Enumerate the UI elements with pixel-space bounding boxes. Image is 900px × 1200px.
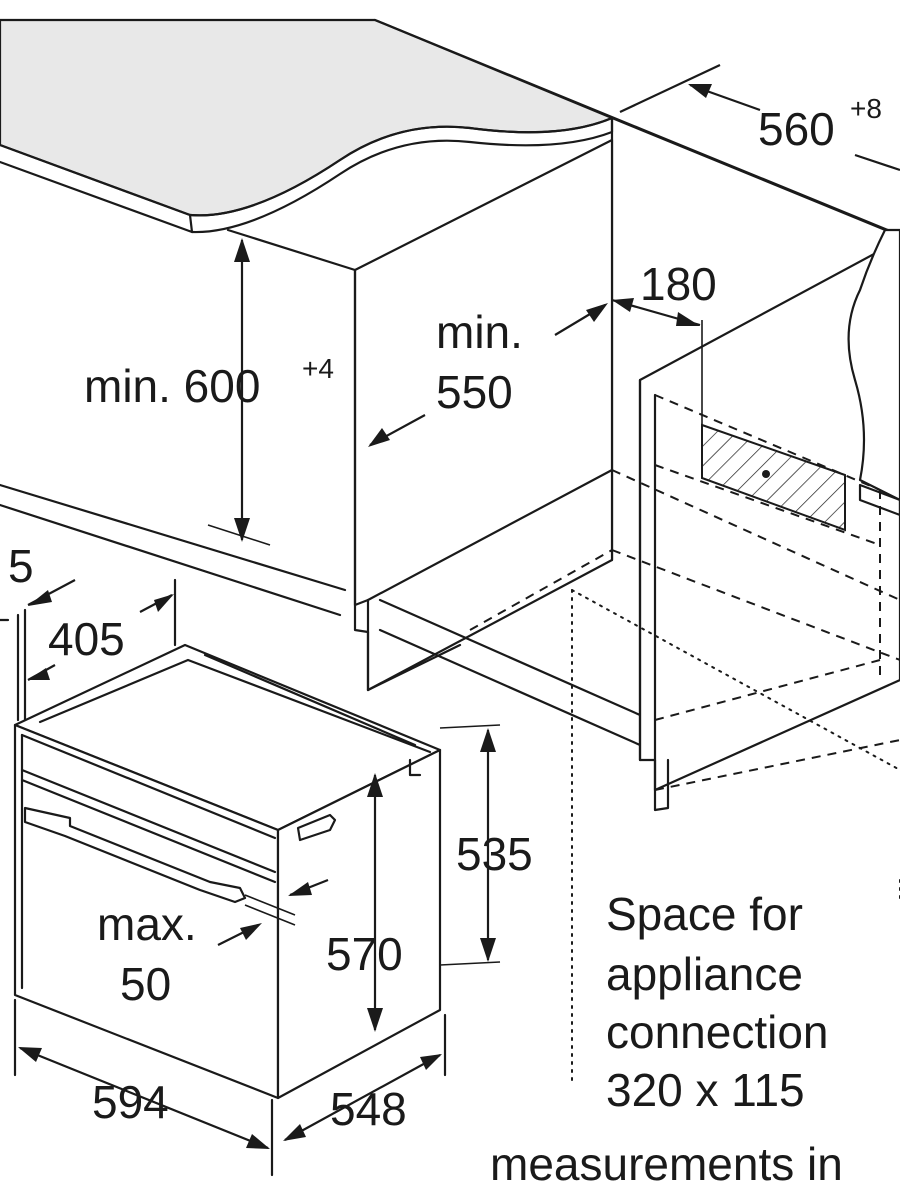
connection-note: Space for appliance connection 320 x 115	[606, 888, 829, 1116]
label-height-niche: min. 600	[84, 360, 260, 412]
label-depth-405: 405	[48, 613, 125, 665]
label-connection-offset: 180	[640, 258, 717, 310]
connection-box	[701, 320, 846, 532]
note-line2: appliance	[606, 948, 803, 1000]
label-depth-548: 548	[330, 1083, 407, 1135]
left-cabinet-panel	[226, 138, 642, 747]
label-depth-min-line1: min.	[436, 306, 523, 358]
label-height-niche-sup: +4	[302, 353, 334, 384]
label-height-535: 535	[456, 828, 533, 880]
label-width-top-sup: +8	[850, 93, 882, 124]
oven	[13, 643, 442, 1100]
dimension-labels: 560 +8 min. 600 +4 min. 550 180 5 405 ma…	[8, 93, 882, 1135]
left-floor-edges	[0, 483, 347, 617]
connection-space-dotted	[571, 589, 900, 1086]
label-max-line2: 50	[120, 958, 171, 1010]
label-depth-min-line2: 550	[436, 366, 513, 418]
label-height-570: 570	[326, 928, 403, 980]
label-left-partial: 5	[8, 540, 34, 592]
measurements-footer: measurements in	[490, 1138, 843, 1190]
label-width-top: 560	[758, 103, 835, 155]
label-max-line1: max.	[97, 898, 197, 950]
note-line3: connection	[606, 1006, 829, 1058]
note-line1: Space for	[606, 888, 803, 940]
label-width-594: 594	[92, 1076, 169, 1128]
dimension-arrows	[0, 64, 900, 1177]
note-line4: 320 x 115	[606, 1064, 805, 1116]
